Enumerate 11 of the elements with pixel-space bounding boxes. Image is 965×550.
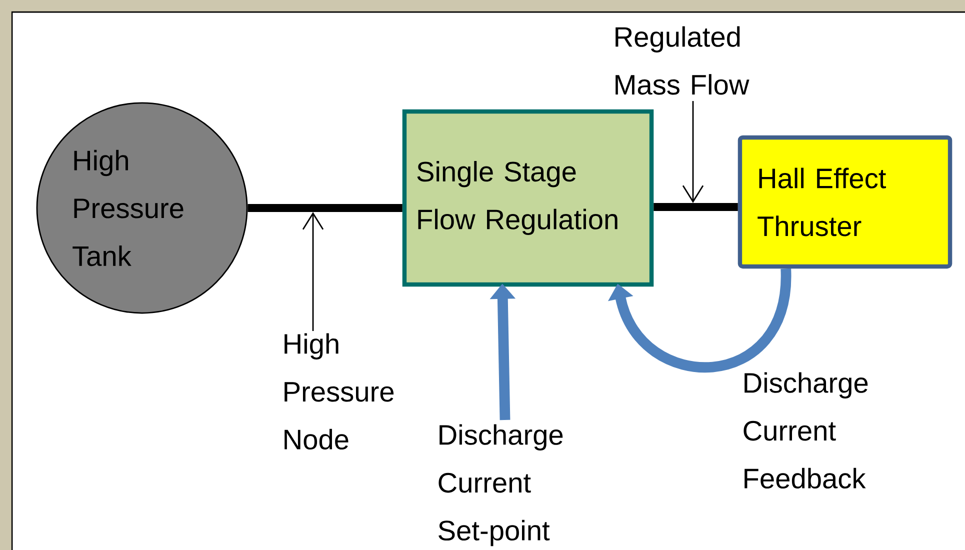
pipe	[248, 204, 402, 212]
regulator-box: Single Stage Flow Regulation	[402, 109, 654, 287]
edge-label: Discharge Current Feedback	[744, 372, 868, 489]
leader-line	[302, 212, 324, 331]
node-label: High Pressure Node	[284, 333, 394, 450]
leader-line	[682, 101, 704, 203]
setpoint-label: Discharge Current Set-point	[438, 424, 563, 546]
flow-label: Regulated Mass Flow	[616, 26, 750, 95]
thruster-box: Hall Effect Thruster	[738, 135, 952, 269]
pipe	[654, 203, 738, 211]
curved-arrow	[608, 268, 792, 372]
